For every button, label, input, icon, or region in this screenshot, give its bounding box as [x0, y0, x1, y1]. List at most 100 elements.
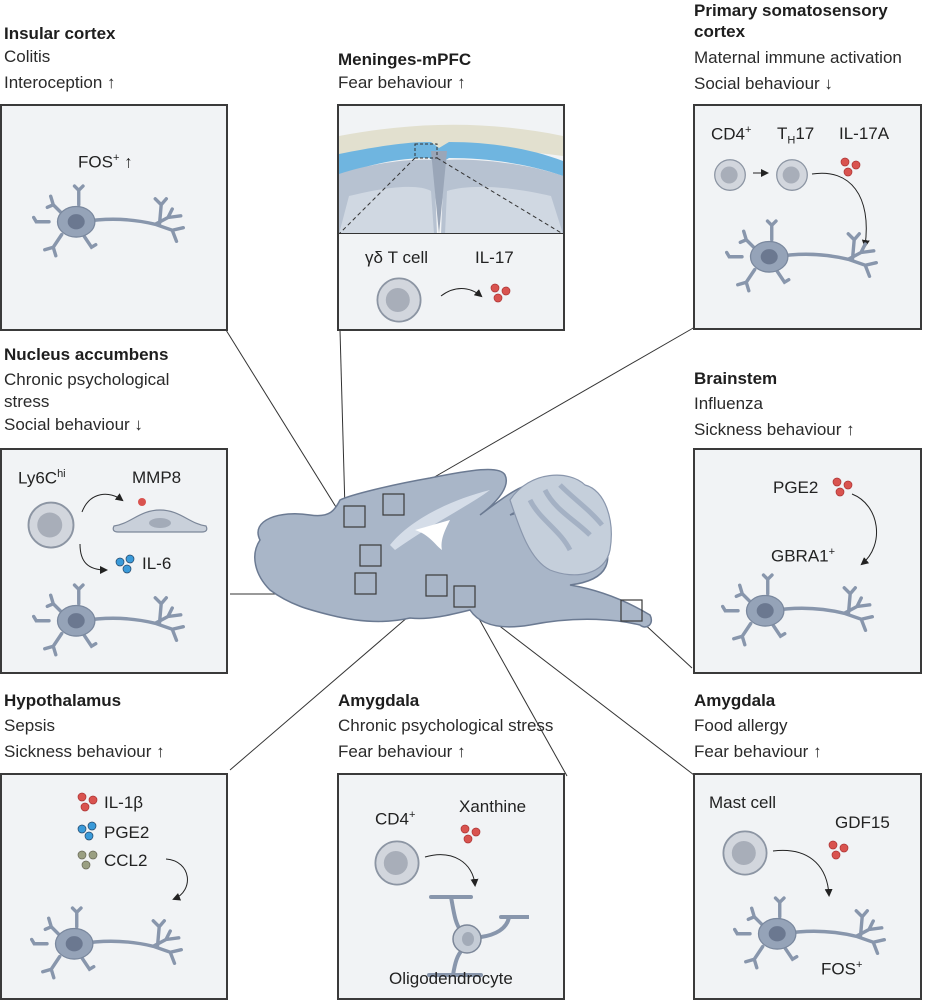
condition-text: Chronic psychological — [4, 370, 170, 389]
panel-insular: FOS+ ↑ — [0, 104, 228, 331]
connector-amygdala2 — [475, 607, 695, 776]
region-somatosensory: Primary somatosensory cortex Maternal im… — [694, 0, 902, 97]
gbra1-label: GBRA1+ — [771, 546, 836, 566]
behaviour-text: Interoception ↑ — [4, 73, 116, 92]
marker-label: FOS+ ↑ — [78, 152, 133, 172]
neuron-icon — [725, 216, 895, 306]
il1b-label: IL-1β — [104, 793, 144, 812]
arrow-icon — [424, 854, 479, 887]
connector-brainstem — [639, 619, 693, 669]
arrow-icon — [165, 858, 188, 901]
region-title: Nucleus accumbens — [4, 345, 169, 364]
connector-amygdala1 — [472, 607, 568, 777]
behaviour-text: Sickness behaviour ↑ — [4, 742, 165, 761]
marker-brainstem — [620, 599, 643, 622]
region-title: Hypothalamus — [4, 691, 122, 710]
connector-hypothalamus — [229, 597, 431, 771]
region-meninges: Meninges-mPFC Fear behaviour ↑ — [338, 49, 471, 96]
marker-somatosensory — [343, 505, 366, 528]
behaviour-text: Social behaviour ↓ — [4, 415, 143, 434]
marker-accumbens — [354, 572, 377, 595]
region-title: Amygdala — [694, 691, 776, 710]
condition-text: Maternal immune activation — [694, 48, 902, 67]
region-brainstem: Brainstem Influenza Sickness behaviour ↑ — [694, 368, 855, 443]
arrow-icon — [753, 169, 769, 177]
region-amygdala-stress: Amygdala Chronic psychological stress Fe… — [338, 690, 553, 765]
cd4-label: CD4+ — [711, 124, 752, 144]
arrow-icon — [440, 288, 483, 298]
condition-text-cont: stress — [4, 392, 50, 411]
mmp8-label: MMP8 — [132, 468, 182, 487]
cell-label: γδ T cell — [365, 248, 428, 267]
behaviour-text: Sickness behaviour ↑ — [694, 420, 855, 439]
panel-somatosensory: CD4+ TH17 IL-17A — [693, 104, 922, 330]
t-cell-icon — [375, 276, 423, 324]
gdf15-label: GDF15 — [835, 813, 890, 832]
ly6c-cell-icon — [26, 500, 76, 550]
condition-text: Chronic psychological stress — [338, 716, 554, 735]
region-hypothalamus: Hypothalamus Sepsis Sickness behaviour ↑ — [4, 690, 165, 765]
ly6c-label: Ly6Chi — [18, 468, 66, 488]
connector-somatosensory — [404, 326, 696, 495]
sagittal-brain — [254, 468, 652, 628]
region-title: Insular cortex — [4, 24, 116, 43]
neuron-icon — [32, 580, 202, 670]
marker-hypothalamus — [425, 574, 448, 597]
th17-label: TH17 — [777, 124, 815, 147]
arrow-icon — [79, 543, 108, 574]
neuron-icon — [721, 570, 891, 660]
panel-accumbens: Ly6Chi MMP8 IL-6 — [0, 448, 228, 674]
behaviour-text: Fear behaviour ↑ — [338, 73, 466, 92]
fos-label: FOS+ — [821, 959, 863, 979]
region-markers — [343, 493, 643, 622]
mast-cell-label: Mast cell — [709, 793, 777, 812]
pge2-label: PGE2 — [773, 478, 819, 497]
xanthine-label: Xanthine — [459, 797, 527, 816]
panel-meninges: γδ T cell IL-17 — [337, 104, 565, 331]
ccl2-dots-icon — [76, 849, 100, 871]
mast-cell-icon — [721, 829, 769, 877]
pge2-dots-icon — [76, 821, 100, 843]
pge2-label: PGE2 — [104, 823, 150, 842]
behaviour-text: Fear behaviour ↑ — [694, 742, 822, 761]
condition-text: Colitis — [4, 47, 51, 66]
neuron-icon — [733, 893, 903, 983]
behaviour-text: Social behaviour ↓ — [694, 74, 833, 93]
region-title: Primary somatosensory — [694, 1, 888, 20]
il6-label: IL-6 — [142, 554, 172, 573]
il6-dots-icon — [114, 554, 138, 576]
cerebellum — [509, 474, 612, 576]
neuron-icon — [32, 181, 202, 271]
endothelial-cell-icon — [112, 509, 208, 533]
cd4-cell-icon — [713, 158, 747, 192]
cytokine-label: IL-17A — [839, 124, 890, 143]
arrow-icon — [772, 849, 833, 897]
th17-cell-icon — [775, 158, 809, 192]
arrow-icon — [811, 172, 870, 248]
panel-brainstem: PGE2 GBRA1+ — [693, 448, 922, 674]
panel-hypothalamus: IL-1β PGE2 CCL2 — [0, 773, 228, 1000]
cd4-cell-icon — [373, 839, 421, 887]
ventricle-third — [415, 520, 450, 550]
region-title: Amygdala — [338, 691, 420, 710]
meninges-section-icon — [339, 124, 563, 234]
ccl2-label: CCL2 — [104, 851, 148, 870]
condition-text: Sepsis — [4, 716, 56, 735]
condition-text: Food allergy — [694, 716, 788, 735]
oligodendrocyte-label: Oligodendrocyte — [389, 969, 513, 988]
marker-meninges — [382, 493, 405, 516]
panel-amygdala-allergy: Mast cell GDF15 FOS+ — [693, 773, 922, 1000]
connector-meninges — [339, 329, 346, 511]
cytokine-dots-icon — [489, 282, 513, 304]
il1b-dots-icon — [76, 791, 100, 813]
condition-text: Influenza — [694, 394, 763, 413]
panel-amygdala-stress: Xanthine CD4+ Oligodendrocyte — [337, 773, 565, 1000]
mmp8-dot-icon — [138, 498, 146, 506]
behaviour-text: Fear behaviour ↑ — [338, 742, 466, 761]
marker-insular — [359, 544, 382, 567]
region-accumbens: Nucleus accumbens Chronic psychological … — [4, 344, 169, 437]
arrow-icon — [81, 493, 124, 513]
oligodendrocyte-icon — [427, 895, 529, 977]
arrow-icon — [851, 493, 877, 566]
